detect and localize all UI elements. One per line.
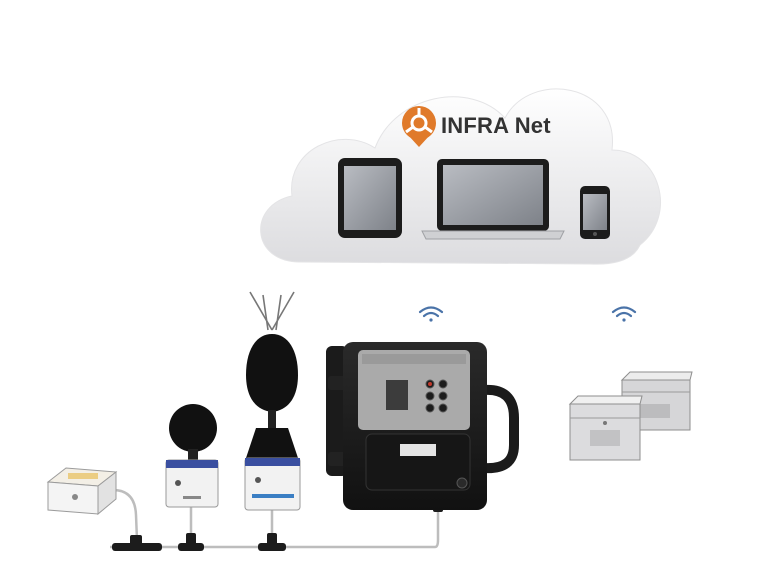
tablet-icon <box>338 158 402 238</box>
laptop-icon <box>421 159 565 240</box>
wifi-icon <box>418 306 444 322</box>
smartphone-icon <box>580 186 610 239</box>
brand-name: INFRA Net <box>441 113 551 138</box>
wifi-icon <box>611 306 637 322</box>
data-logger-case-icon <box>326 342 519 510</box>
wireless-node-box-icon <box>568 395 643 461</box>
antenna-sensor-icon <box>244 291 301 511</box>
globe-thermometer-icon <box>165 404 219 508</box>
junction-box-icon <box>46 467 118 516</box>
infra-net-logo <box>402 106 436 147</box>
